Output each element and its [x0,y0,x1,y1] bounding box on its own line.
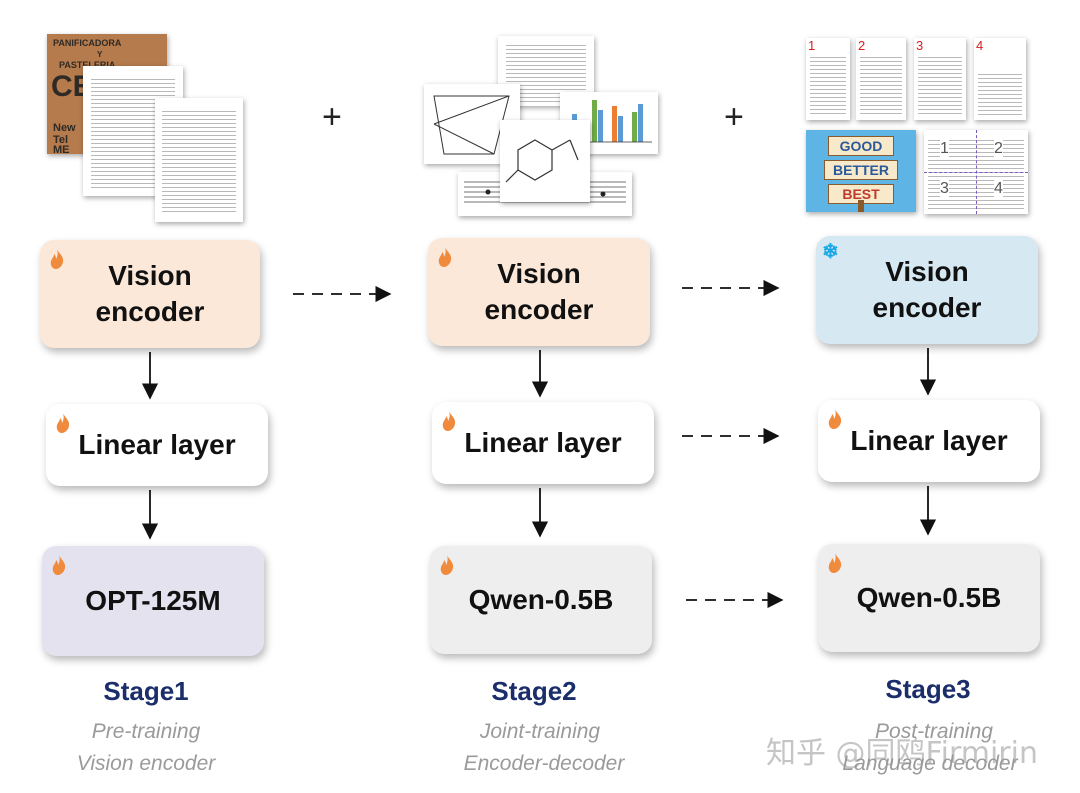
stage3-subtitle-line2: Language decoder [842,752,1018,775]
poster-line-1: New [53,122,76,134]
poster-title: PANIFICADORA [53,38,122,48]
vision-encoder-label: Vision encoder [484,258,594,325]
stage1-decoder-opt: OPT-125M [42,546,264,656]
vision-encoder-label: Vision encoder [95,260,205,327]
paper-page-image: 2 [856,38,906,120]
stage3-title: Stage3 [885,674,971,704]
paper-page-image: 3 [914,38,966,120]
stage2-linear-layer: Linear layer [432,402,654,484]
molecule-image [500,120,590,202]
signpost-better: BETTER [824,160,898,180]
document-page-image [155,98,243,222]
page-number: 3 [916,38,924,53]
plus-sign: + [322,98,342,136]
stage3-decoder-qwen: Qwen-0.5B [818,544,1040,652]
linear-layer-label: Linear layer [850,425,1008,456]
signpost-good: GOOD [828,136,894,156]
grid-number: 4 [994,180,1003,198]
decoder-label: OPT-125M [85,585,221,616]
linear-layer-label: Linear layer [78,429,236,460]
flame-icon [52,555,66,575]
stage1-linear-layer: Linear layer [46,404,268,486]
flame-icon [438,247,452,267]
paper-page-image: 1 [806,38,850,120]
stage3-linear-layer: Linear layer [818,400,1040,482]
stage2-subtitle-line2: Encoder-decoder [463,752,625,775]
vision-encoder-label: Vision encoder [872,256,982,323]
stage1-vision-encoder: Vision encoder [40,240,260,348]
decoder-label: Qwen-0.5B [468,584,614,615]
stage2-subtitle-line1: Joint-training [479,720,601,743]
page-number: 4 [976,38,984,53]
flame-icon [828,553,842,573]
poster-subtitle: PASTELERIA [59,60,116,70]
poster-line-3: ME [53,144,70,154]
page-number: 1 [808,38,816,53]
stage2-vision-encoder: Vision encoder [428,238,650,346]
grid-number: 2 [994,140,1003,158]
decoder-label: Qwen-0.5B [856,582,1002,613]
grid-number: 1 [940,140,949,158]
stage1-title: Stage1 [103,676,189,706]
flame-icon [442,411,456,431]
watermark: 知乎 @同鸥Firmirin [766,736,1038,771]
flame-icon [56,413,70,433]
flame-icon [828,409,842,429]
signpost-image: GOOD BETTER BEST [806,130,916,212]
flame-icon [440,555,454,575]
stage1-subtitle-line1: Pre-training [91,720,201,743]
grid-number: 3 [940,180,949,198]
stage3-vision-encoder: ❄ Vision encoder [816,236,1038,344]
stage2-title: Stage2 [491,676,577,706]
paper-page-image: 4 [974,38,1026,120]
flame-icon [50,249,64,269]
linear-layer-label: Linear layer [464,427,622,458]
page-number: 2 [858,38,866,53]
stage3-subtitle-line1: Post-training [875,720,993,743]
grid-page-image: 1 2 3 4 [924,130,1028,214]
snowflake-icon: ❄ [822,241,839,263]
stage1-subtitle-line2: Vision encoder [76,752,216,775]
stage2-decoder-qwen: Qwen-0.5B [430,546,652,654]
poster-line-2: Tel [53,134,69,146]
plus-sign: + [724,98,744,136]
poster-y: Y [97,50,103,59]
